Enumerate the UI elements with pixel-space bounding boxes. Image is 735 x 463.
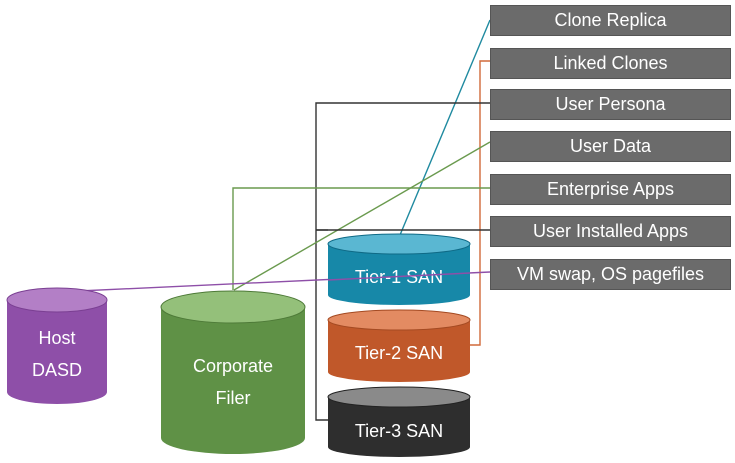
host-dasd-label-line1: Host <box>38 328 75 348</box>
host-dasd-label-line2: DASD <box>32 360 82 380</box>
corporate-filer-label-line2: Filer <box>216 388 251 408</box>
label-user-data: User Data <box>490 131 731 162</box>
tier3-san-label: Tier-3 SAN <box>355 421 443 441</box>
label-linked-clones: Linked Clones <box>490 48 731 79</box>
corporate-filer-cylinder: Corporate Filer <box>160 290 306 454</box>
connector-user-persona <box>315 102 490 421</box>
tier2-san-label: Tier-2 SAN <box>355 343 443 363</box>
connector-user-data <box>233 141 491 291</box>
tier2-san-cylinder: Tier-2 SAN <box>327 309 471 382</box>
label-clone-replica: Clone Replica <box>490 5 731 36</box>
tier3-san-cylinder: Tier-3 SAN <box>327 386 471 457</box>
tier1-san-cylinder: Tier-1 SAN <box>327 233 471 305</box>
connector-linked-clones <box>470 60 490 346</box>
connector-clone-replica <box>399 19 491 236</box>
overlay-lines <box>316 229 471 281</box>
host-dasd-cylinder: Host DASD <box>6 287 108 404</box>
corporate-filer-label-line1: Corporate <box>193 356 273 376</box>
label-user-persona: User Persona <box>490 89 731 120</box>
label-enterprise-apps: Enterprise Apps <box>490 174 731 205</box>
label-user-installed-apps: User Installed Apps <box>490 216 731 247</box>
connector-enterprise-apps <box>232 187 490 290</box>
label-vm-swap: VM swap, OS pagefiles <box>490 259 731 290</box>
